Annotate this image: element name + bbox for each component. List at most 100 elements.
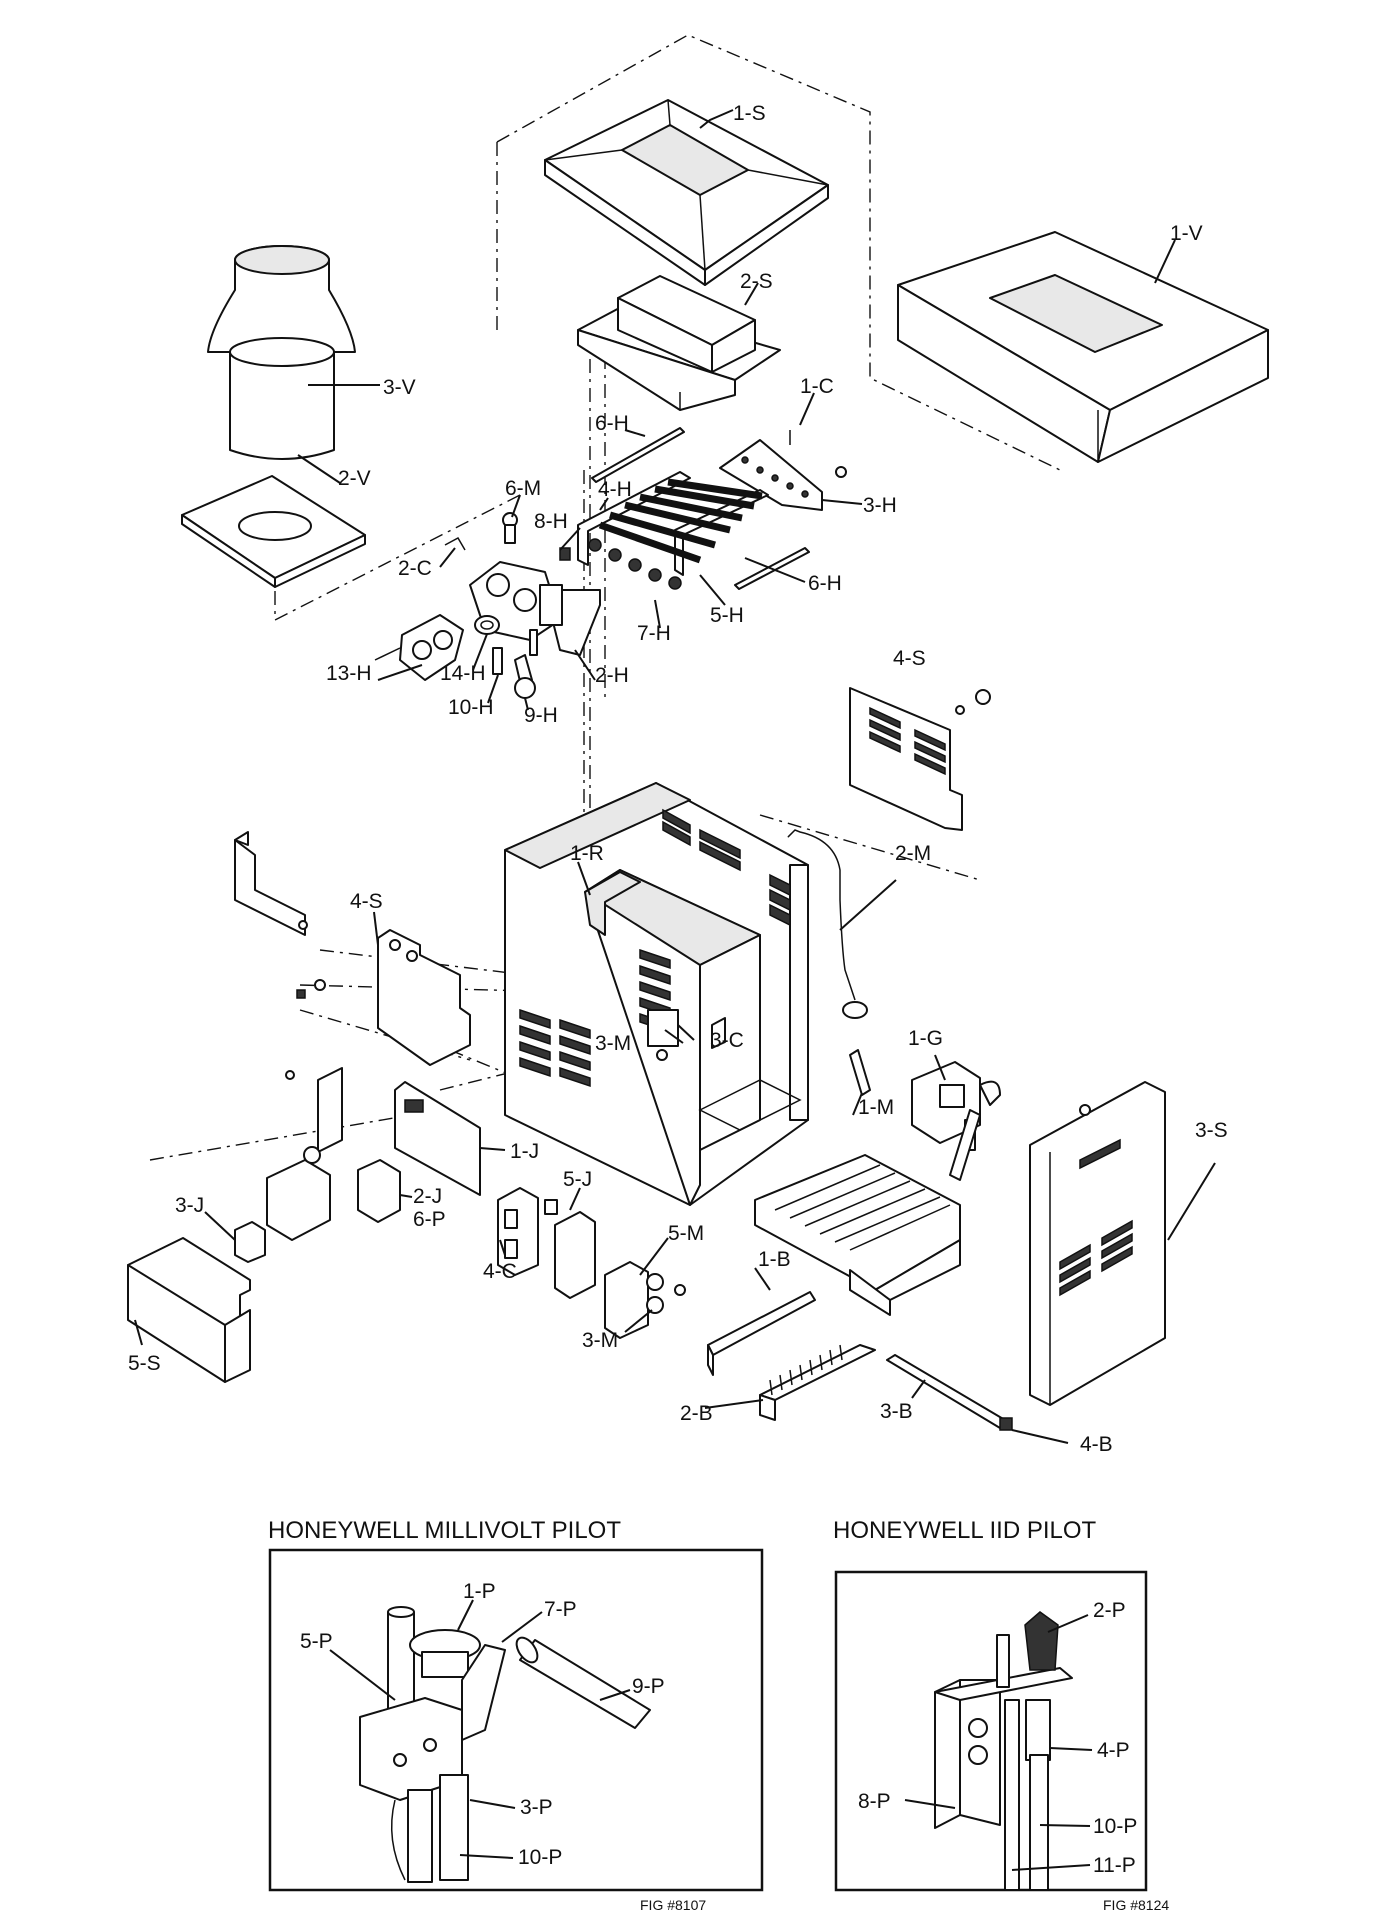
transformer-2j xyxy=(357,1159,401,1223)
burner-shield-1b xyxy=(707,1291,816,1376)
baffle-6h-top xyxy=(591,427,685,483)
valve-6m xyxy=(502,512,518,544)
iid-frame xyxy=(834,1570,1148,1892)
label-5-m: 5-M xyxy=(668,1222,704,1245)
bracket-plate xyxy=(285,1067,343,1153)
label-3-c: 3-C xyxy=(710,1029,744,1052)
control-3c xyxy=(647,1009,679,1061)
label-1-m: 1-M xyxy=(858,1096,894,1119)
label-2-j: 2-J xyxy=(413,1185,442,1208)
iid-fig-number: FIG #8124 xyxy=(1103,1897,1169,1913)
millivolt-title: HONEYWELL MILLIVOLT PILOT xyxy=(268,1517,621,1544)
millivolt-label-5-p: 5-P xyxy=(300,1630,333,1653)
inset-millivolt-pilot: HONEYWELL MILLIVOLT PILOT 1-P 7-P 5-P 9-… xyxy=(268,1517,764,1913)
label-4-h: 4-H xyxy=(598,478,632,501)
thermostat-1m xyxy=(849,1049,871,1096)
label-14-h: 14-H xyxy=(440,662,486,685)
millivolt-fig-number: FIG #8107 xyxy=(640,1897,706,1913)
gasket-13h xyxy=(374,614,464,681)
label-5-s: 5-S xyxy=(128,1352,161,1375)
label-9-h: 9-H xyxy=(524,704,558,727)
burner-3b xyxy=(886,1354,1013,1431)
iid-title: HONEYWELL IID PILOT xyxy=(833,1517,1097,1544)
label-2-v: 2-V xyxy=(338,467,371,490)
millivolt-label-7-p: 7-P xyxy=(544,1598,577,1621)
jacket-panel-4s-left xyxy=(377,929,471,1066)
vent-plate-2v xyxy=(181,475,366,588)
millivolt-label-9-p: 9-P xyxy=(632,1675,665,1698)
oring-14h xyxy=(474,615,500,635)
millivolt-label-3-p: 3-P xyxy=(520,1796,553,1819)
millivolt-label-1-p: 1-P xyxy=(463,1580,496,1603)
iid-label-2-p: 2-P xyxy=(1093,1599,1126,1622)
label-2-c: 2-C xyxy=(398,557,432,580)
label-2-b: 2-B xyxy=(680,1402,713,1425)
plate-5m xyxy=(604,1261,686,1339)
leader-lines xyxy=(134,109,1216,1444)
label-3-v: 3-V xyxy=(383,376,416,399)
millivolt-label-10-p: 10-P xyxy=(518,1846,562,1869)
header-rail-3h xyxy=(719,430,847,511)
label-1-c: 1-C xyxy=(800,375,834,398)
label-1-v: 1-V xyxy=(1170,222,1203,245)
label-4-c: 4-C xyxy=(483,1260,517,1283)
flue-collector-2s xyxy=(577,275,781,411)
label-3-s: 3-S xyxy=(1195,1119,1228,1142)
label-3-b: 3-B xyxy=(880,1400,913,1423)
label-1-s: 1-S xyxy=(733,102,766,125)
burner-tray xyxy=(754,1109,981,1316)
label-1-r: 1-R xyxy=(570,842,604,865)
label-6-m: 6-M xyxy=(505,477,541,500)
iid-label-8-p: 8-P xyxy=(858,1790,891,1813)
millivolt-frame xyxy=(268,1548,764,1892)
label-2-s: 2-S xyxy=(740,270,773,293)
label-6-h-top: 6-H xyxy=(595,412,629,435)
heat-exchanger-tubes xyxy=(577,471,769,590)
vent-cap-1v xyxy=(897,231,1269,463)
label-4-s-right: 4-S xyxy=(893,647,926,670)
label-10-h: 10-H xyxy=(448,696,494,719)
label-3-h: 3-H xyxy=(863,494,897,517)
thermostat-bulb-2m xyxy=(787,829,868,1019)
label-5-j: 5-J xyxy=(563,1168,592,1191)
label-1-j: 1-J xyxy=(510,1140,539,1163)
gas-valve-1g xyxy=(911,1061,1001,1151)
relay-3j xyxy=(234,1221,266,1263)
iid-label-11-p: 11-P xyxy=(1093,1854,1136,1877)
top-hood-1s xyxy=(544,99,829,286)
label-1-b: 1-B xyxy=(758,1248,791,1271)
junction-box-5s xyxy=(127,1237,251,1383)
iid-label-10-p: 10-P xyxy=(1093,1815,1137,1838)
iid-label-4-p: 4-P xyxy=(1097,1739,1130,1762)
front-door-3s xyxy=(1029,1081,1166,1406)
draft-hood-3v xyxy=(207,245,356,460)
label-4-b: 4-B xyxy=(1080,1433,1113,1456)
switch-4c xyxy=(497,1187,539,1276)
jacket-panel-4s-right xyxy=(849,687,991,831)
clip-2c xyxy=(444,536,466,551)
screw-left xyxy=(296,979,326,999)
label-7-h: 7-H xyxy=(637,622,671,645)
plug-8h xyxy=(559,547,571,561)
part-labels: 1-S 1-V 2-S 3-V 1-C 6-H 2-V 6-M 4-H 3-H … xyxy=(128,102,1228,1456)
label-3-j: 3-J xyxy=(175,1194,204,1217)
label-3-m-top: 3-M xyxy=(595,1032,631,1055)
inset-iid-pilot: HONEYWELL IID PILOT 2-P 4-P 8-P 10-P 11-… xyxy=(833,1517,1169,1913)
circuit-board-1j xyxy=(394,1081,481,1196)
label-13-h: 13-H xyxy=(326,662,372,685)
cover-6p xyxy=(266,1146,331,1241)
bracket-upper-left xyxy=(234,831,308,936)
plate-5j xyxy=(544,1199,596,1299)
burner-comb-2b xyxy=(759,1344,876,1421)
label-4-s-left: 4-S xyxy=(350,890,383,913)
label-3-m-bottom: 3-M xyxy=(582,1329,618,1352)
main-cabinet xyxy=(504,782,809,1206)
drain-10h-9h xyxy=(492,629,538,699)
label-2-h: 2-H xyxy=(595,664,629,687)
label-6-p: 6-P xyxy=(413,1208,446,1231)
label-2-m: 2-M xyxy=(895,842,931,865)
label-8-h: 8-H xyxy=(534,510,568,533)
label-1-g: 1-G xyxy=(908,1027,943,1050)
